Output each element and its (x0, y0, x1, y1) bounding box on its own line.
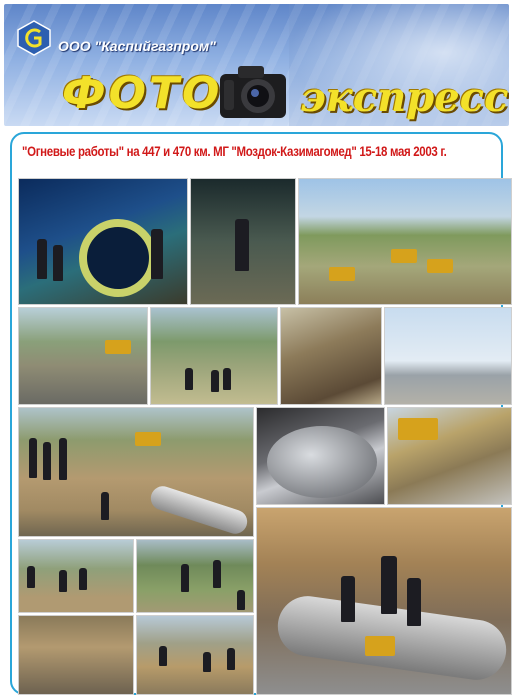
photo-excavator-pipe (387, 407, 512, 505)
title-ekspress: экспресс (300, 74, 509, 121)
banner-machinery-image (289, 4, 509, 126)
collage-caption: "Огневые работы" на 447 и 470 км. МГ "Мо… (22, 143, 447, 159)
photo-dirt-trench (18, 615, 134, 695)
photo-workers-grass (136, 539, 254, 613)
photo-workers-digging (136, 615, 254, 695)
camera-icon (220, 66, 286, 118)
photo-pipe-trench (18, 307, 148, 405)
title-foto: ФОТО (62, 68, 223, 119)
photo-field-pipeline-crew (18, 539, 134, 613)
photo-trench-workers (18, 407, 254, 537)
company-name: ООО "Каспийгазпром" (58, 38, 216, 54)
photo-night-worker (190, 178, 296, 305)
header-banner: ООО "Каспийгазпром" ФОТО экспресс (4, 4, 509, 126)
photo-road-buildings (384, 307, 512, 405)
photo-night-pipe-welding (18, 178, 188, 305)
photo-field-workers (150, 307, 278, 405)
photo-welded-pipe-joint (256, 407, 385, 505)
photo-hillside-machinery (298, 178, 512, 305)
company-logo-icon (17, 20, 51, 56)
photo-pipe-closeup (280, 307, 382, 405)
photo-crew-lowering-pipe (256, 507, 512, 695)
